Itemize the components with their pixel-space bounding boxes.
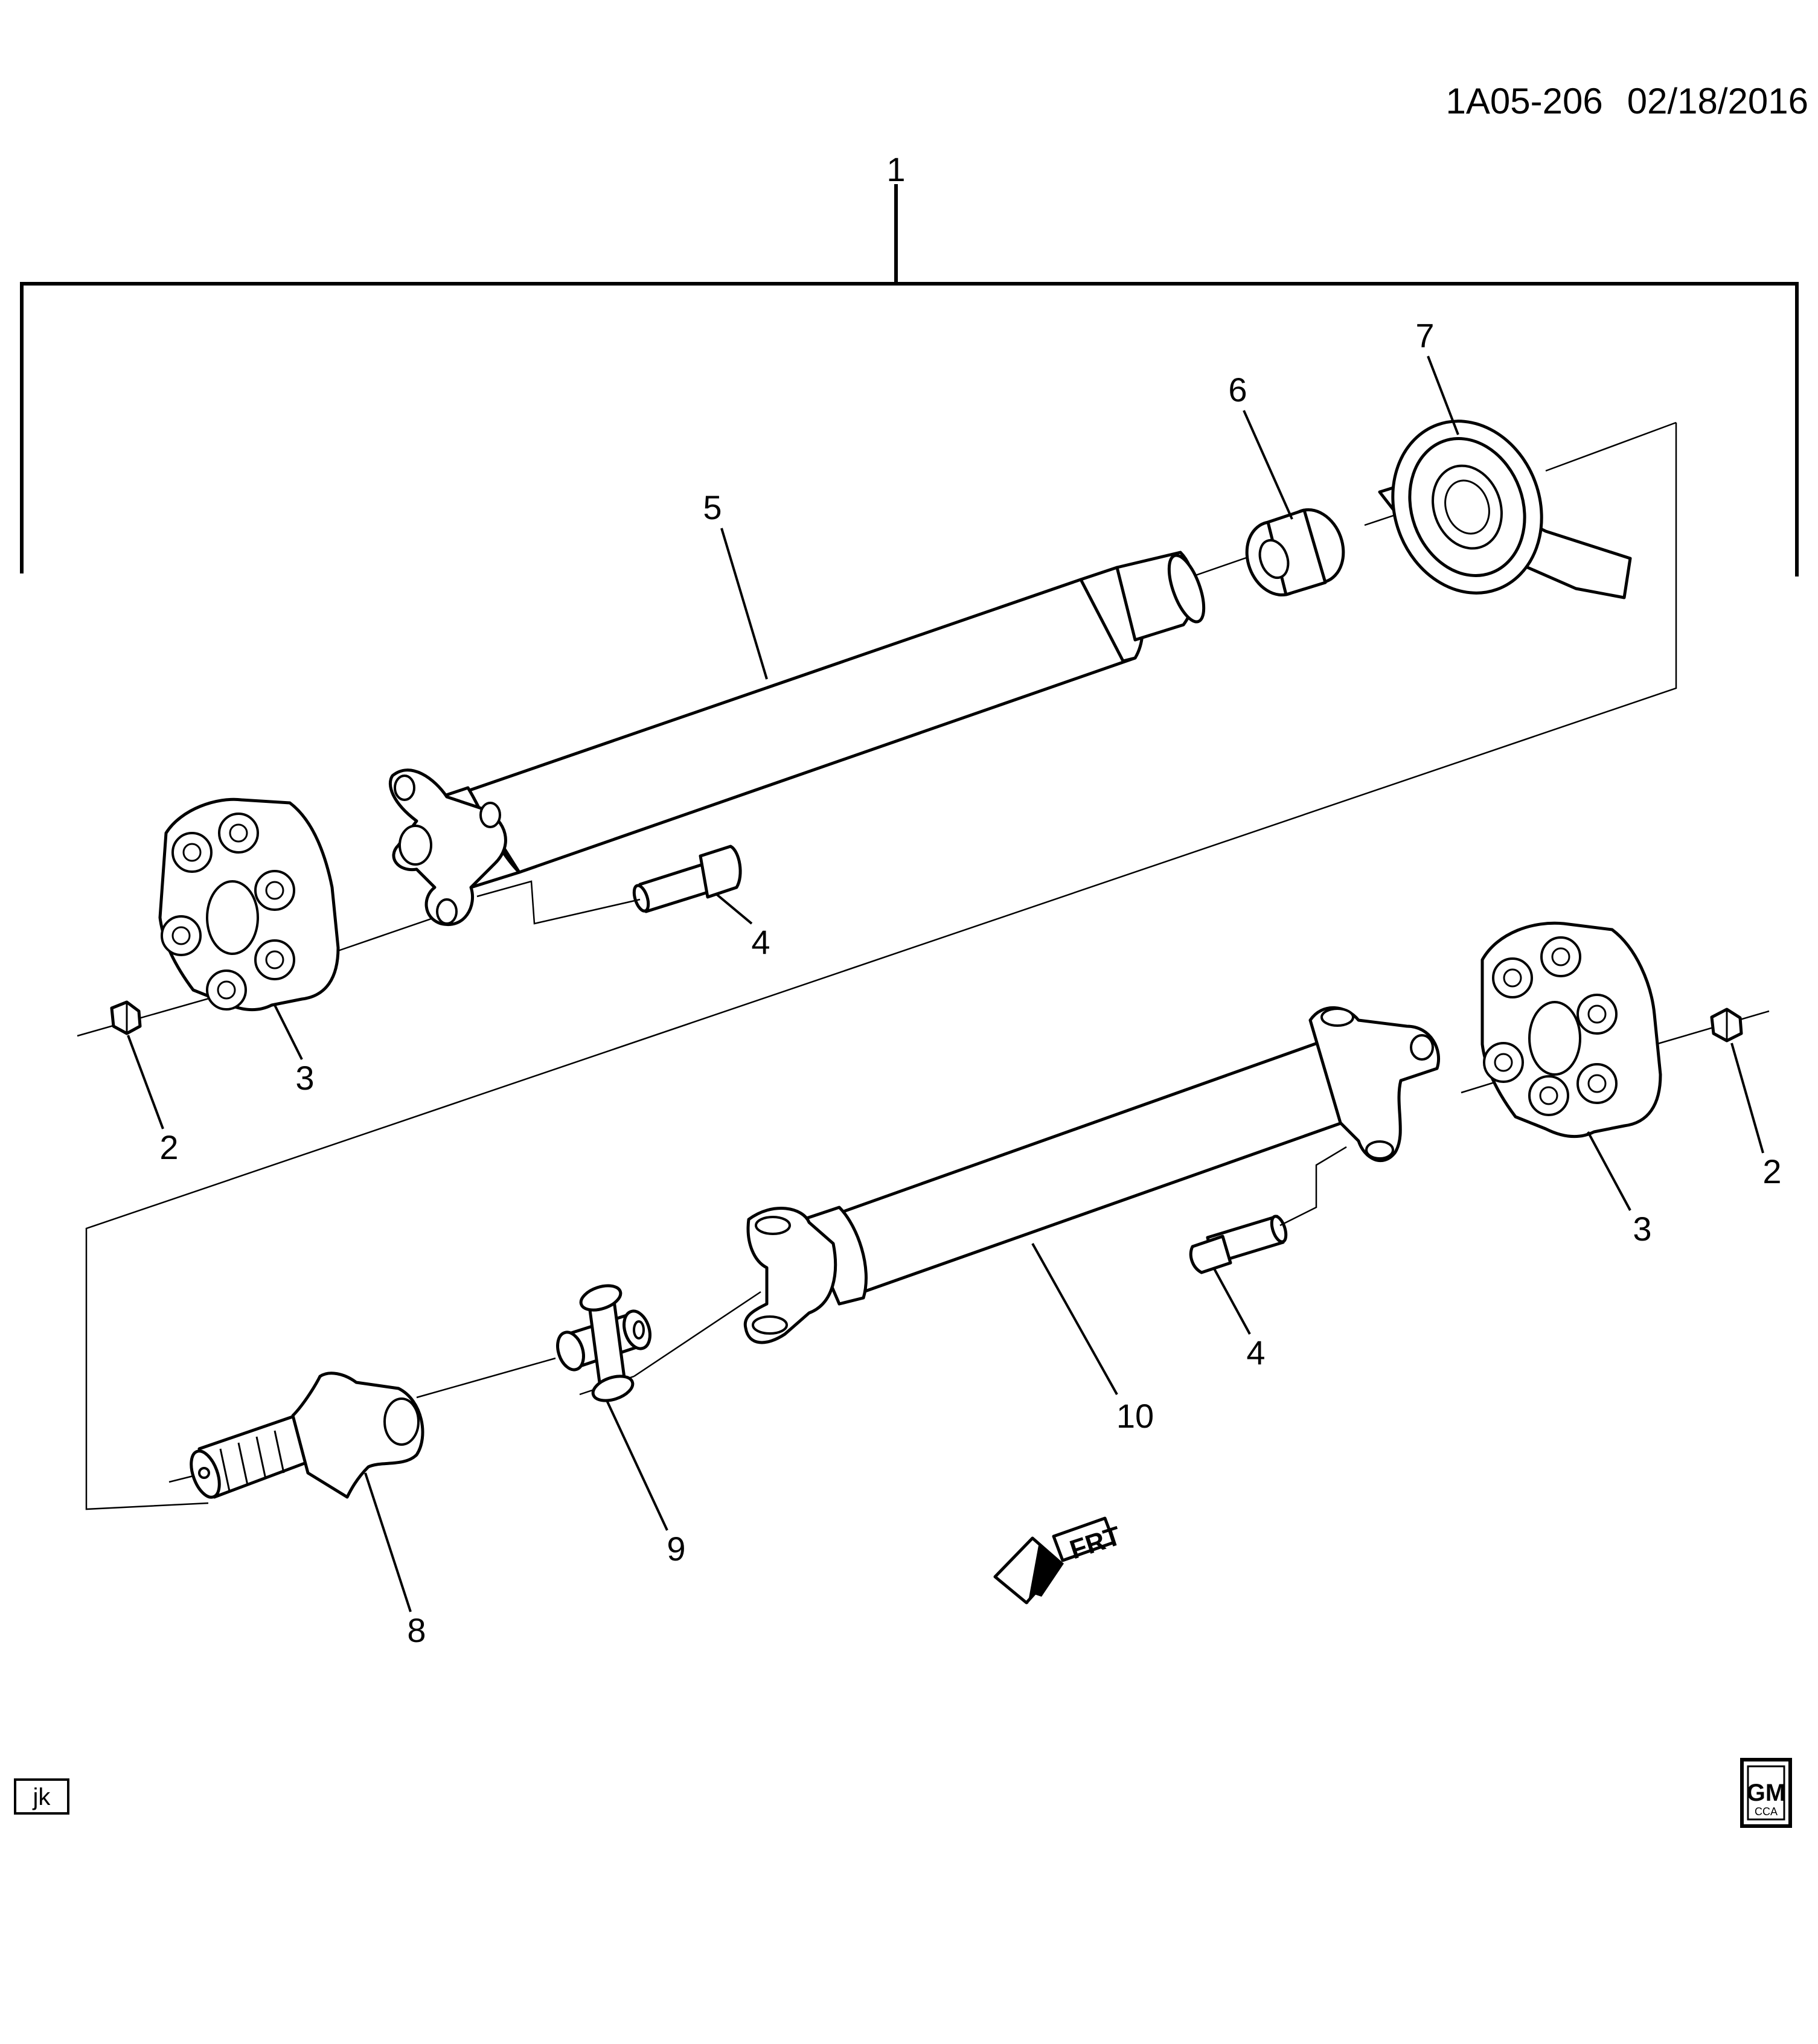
assembly-bracket [20,184,1799,576]
nut-lower[interactable] [1710,1008,1743,1043]
front-arrow-icon: FRT [993,1516,1125,1605]
shaft-boot[interactable] [1237,501,1354,603]
bolt-upper-axis [476,880,641,925]
callout-4-upper: 4 [751,923,770,961]
gm-logo-sub: CCA [1755,1806,1778,1818]
flex-coupling-lower[interactable] [1480,921,1662,1139]
leader-7 [1427,356,1459,435]
slip-yoke[interactable] [186,1372,424,1501]
rear-propeller-shaft[interactable] [743,1006,1441,1344]
callout-10: 10 [1116,1397,1154,1435]
leader-5 [720,528,768,680]
callout-5: 5 [703,488,722,526]
front-propeller-shaft[interactable] [388,551,1211,927]
callout-4-lower: 4 [1246,1333,1265,1372]
callout-2-lower: 2 [1762,1152,1781,1190]
callout-3-upper: 3 [295,1059,314,1097]
phantom-outline [85,421,1677,1510]
leader-10 [1031,1243,1118,1395]
leader-3-upper [274,1004,303,1060]
leader-4-lower [1212,1267,1251,1335]
bolt-lower[interactable] [1189,1215,1288,1274]
nut-upper[interactable] [110,1000,142,1035]
callout-9: 9 [667,1530,685,1568]
leader-3-lower [1587,1131,1631,1211]
leader-2-lower [1730,1043,1764,1154]
gm-logo-text: GM [1747,1780,1785,1806]
bolt-upper[interactable] [632,845,742,913]
illustrator-initials-box: jk [14,1778,69,1815]
center-bearing-support[interactable] [1369,400,1632,615]
leader-9 [606,1400,668,1531]
leader-4-upper [714,892,753,925]
callout-7: 7 [1415,316,1434,354]
callout-8: 8 [407,1611,426,1649]
callout-1: 1 [886,150,905,188]
callout-2-upper: 2 [159,1128,178,1166]
gm-logo: GM CCA [1740,1758,1792,1828]
callout-6: 6 [1228,371,1247,409]
leader-2-upper [127,1035,164,1129]
illustrator-initials: jk [33,1784,51,1810]
flex-coupling-upper[interactable] [158,797,340,1012]
leader-8 [364,1472,412,1612]
bolt-lower-axis [1279,1146,1347,1227]
leader-6 [1243,410,1293,520]
universal-joint[interactable] [553,1281,655,1405]
callout-3-lower: 3 [1633,1210,1651,1248]
